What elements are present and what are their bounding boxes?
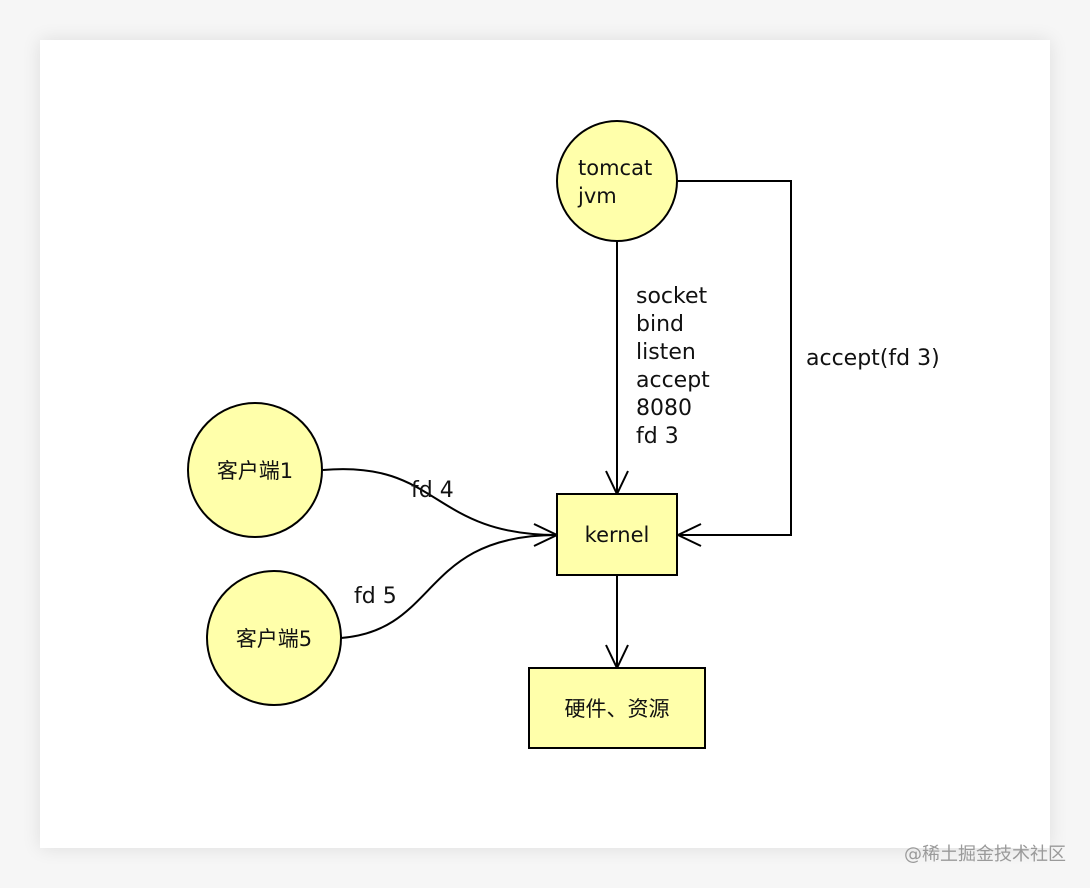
client1-label: 客户端1 xyxy=(217,459,293,483)
tomcat-label-line2: jvm xyxy=(577,184,617,208)
node-kernel xyxy=(556,493,678,576)
node-tomcat xyxy=(556,120,678,242)
edge-label-fd5: fd 5 xyxy=(354,584,397,609)
edge-label-accept: accept(fd 3) xyxy=(806,346,940,371)
edge-client1-kernel xyxy=(322,468,558,536)
node-client5 xyxy=(206,570,342,706)
edge-label-fd4: fd 4 xyxy=(411,478,454,503)
edge-label-line-4: accept xyxy=(636,368,710,393)
tomcat-label-line1: tomcat xyxy=(578,156,652,180)
client5-label: 客户端5 xyxy=(236,627,312,651)
edge-tomcat-accept xyxy=(678,180,792,536)
edge-label-line-2: bind xyxy=(636,312,684,337)
node-client1 xyxy=(187,402,323,538)
edge-client5-kernel xyxy=(340,534,558,639)
edge-label-line-6: fd 3 xyxy=(636,424,679,449)
node-hardware xyxy=(528,667,706,749)
edge-label-line-5: 8080 xyxy=(636,396,692,421)
edge-label-line-1: socket xyxy=(636,284,708,309)
watermark: @稀土掘金技术社区 xyxy=(904,844,1066,865)
kernel-label: kernel xyxy=(585,523,650,547)
hardware-label: 硬件、资源 xyxy=(565,697,670,721)
edge-label-line-3: listen xyxy=(636,340,696,365)
